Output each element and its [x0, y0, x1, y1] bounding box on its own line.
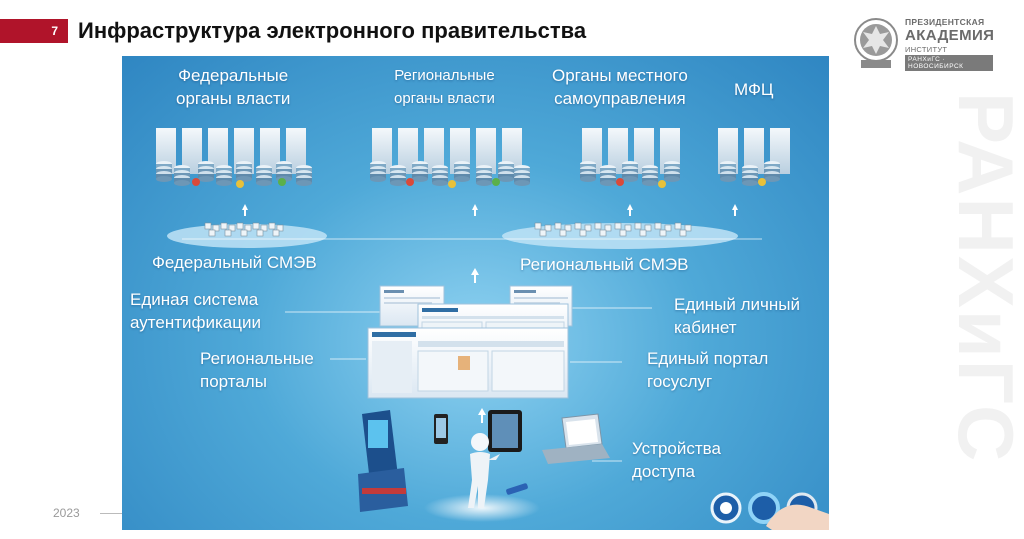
logo-line-1: ПРЕЗИДЕНТСКАЯ: [905, 17, 985, 27]
page-title: Инфраструктура электронного правительств…: [78, 18, 587, 43]
local-servers: [580, 128, 680, 188]
mfc-label: МФЦ: [734, 80, 774, 99]
federal-authorities-label: Федеральные органы власти: [176, 66, 291, 108]
regional-servers: [370, 128, 530, 188]
smev-platforms: [167, 222, 762, 249]
diagram-graphics: [156, 128, 829, 530]
authentication-system-label: Единая система аутентификации: [130, 290, 261, 332]
academy-logo: ПРЕЗИДЕНТСКАЯ АКАДЕМИЯ ИНСТИТУТ УПРАВЛЕН…: [853, 14, 995, 74]
footer-divider: [100, 513, 122, 514]
eagle-emblem-icon: [854, 18, 898, 68]
logo-line-2: АКАДЕМИЯ: [905, 27, 995, 44]
regional-authorities-label: Региональные органы власти: [394, 67, 495, 107]
decorative-buttons: [710, 492, 829, 530]
upward-arrows: [242, 204, 738, 423]
local-government-label: Органы местного самоуправления: [552, 66, 688, 108]
federal-servers: [156, 128, 312, 188]
watermark: РАНХиГС: [942, 92, 1024, 464]
gosuslugi-portal-label: Единый портал госуслуг: [647, 349, 769, 391]
portal-screens: [367, 285, 573, 399]
access-devices-label: Устройства доступа: [632, 439, 721, 481]
regional-smev-label: Региональный СМЭВ: [520, 255, 689, 274]
logo-line-4: РАНХиГС · НОВОСИБИРСК: [905, 55, 993, 71]
label-connectors: [285, 307, 652, 462]
regional-portals-label: Региональные порталы: [200, 349, 314, 391]
slide-number: 7: [0, 19, 68, 43]
federal-smev-label: Федеральный СМЭВ: [152, 253, 317, 272]
access-devices: [358, 410, 610, 522]
mfc-servers: [718, 128, 790, 186]
footer-year: 2023: [53, 506, 80, 520]
personal-cabinet-label: Единый личный кабинет: [674, 295, 800, 337]
e-government-diagram: Федеральные органы власти Региональные о…: [122, 56, 829, 530]
